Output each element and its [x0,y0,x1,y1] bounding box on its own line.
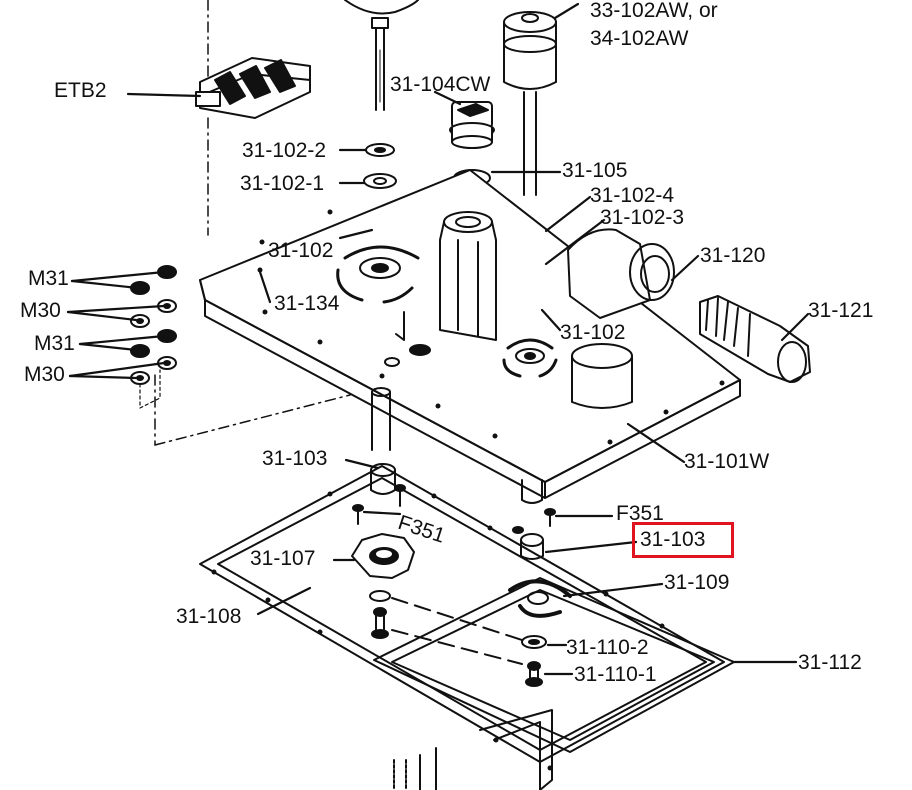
elbow-31-120 [567,228,675,319]
highlight-box [632,522,734,558]
label-m31-b: M31 [34,332,75,355]
label-33-102aw-or: 33-102AW, or [590,0,718,22]
label-m30-a: M30 [20,299,61,322]
fasteners-31-110 [369,590,547,687]
label-31-108: 31-108 [176,605,242,628]
cup-insert [571,343,633,409]
label-31-103-left: 31-103 [262,447,328,470]
label-m31-a: M31 [28,267,69,290]
clip-31-109 [508,579,572,618]
label-m30-b: M30 [24,363,65,386]
label-31-109: 31-109 [664,571,730,594]
label-31-101w: 31-101W [684,450,770,473]
hose-barb-31-121 [699,295,811,383]
spring-clip-lower [502,338,558,378]
label-31-112: 31-112 [798,651,862,674]
label-31-107: 31-107 [250,547,316,570]
fastener-stack [130,265,177,409]
label-31-120: 31-120 [700,244,766,267]
bushing-31-103 [520,533,544,560]
label-31-102-3: 31-102-3 [600,206,685,229]
label-31-102-upper: 31-102 [268,239,334,262]
leader-lines [66,2,810,676]
label-31-103-boxed: 31-103 [640,528,706,551]
label-31-102-1: 31-102-1 [240,172,325,195]
label-etb2: ETB2 [54,79,107,102]
top-plate-31-101w [199,169,741,499]
label-31-121: 31-121 [808,299,874,322]
label-31-110-2: 31-110-2 [566,636,649,659]
label-31-110-1: 31-110-1 [574,663,657,686]
label-34-102aw: 34-102AW [590,27,689,50]
screws-f351 [352,484,556,534]
enclosure-outline [154,0,351,446]
label-f351-right: F351 [616,502,664,525]
actuator-33-102aw [503,11,557,196]
plug-31-104cw [449,101,495,149]
standoff-posts [370,311,543,504]
etb2-terminal-block [195,57,311,119]
gauge-stem [344,0,419,111]
label-31-102-2: 31-102-2 [242,139,327,162]
spring-washer-31-107 [351,533,415,579]
label-31-102-lower: 31-102 [560,321,626,344]
label-31-102-4: 31-102-4 [590,184,675,207]
boss-cylinder [439,211,497,341]
base-plate-31-112 [373,577,735,790]
spring-clip-upper [336,245,420,304]
label-31-104cw: 31-104CW [390,73,491,96]
label-31-134: 31-134 [274,292,340,315]
label-31-105: 31-105 [562,159,628,182]
